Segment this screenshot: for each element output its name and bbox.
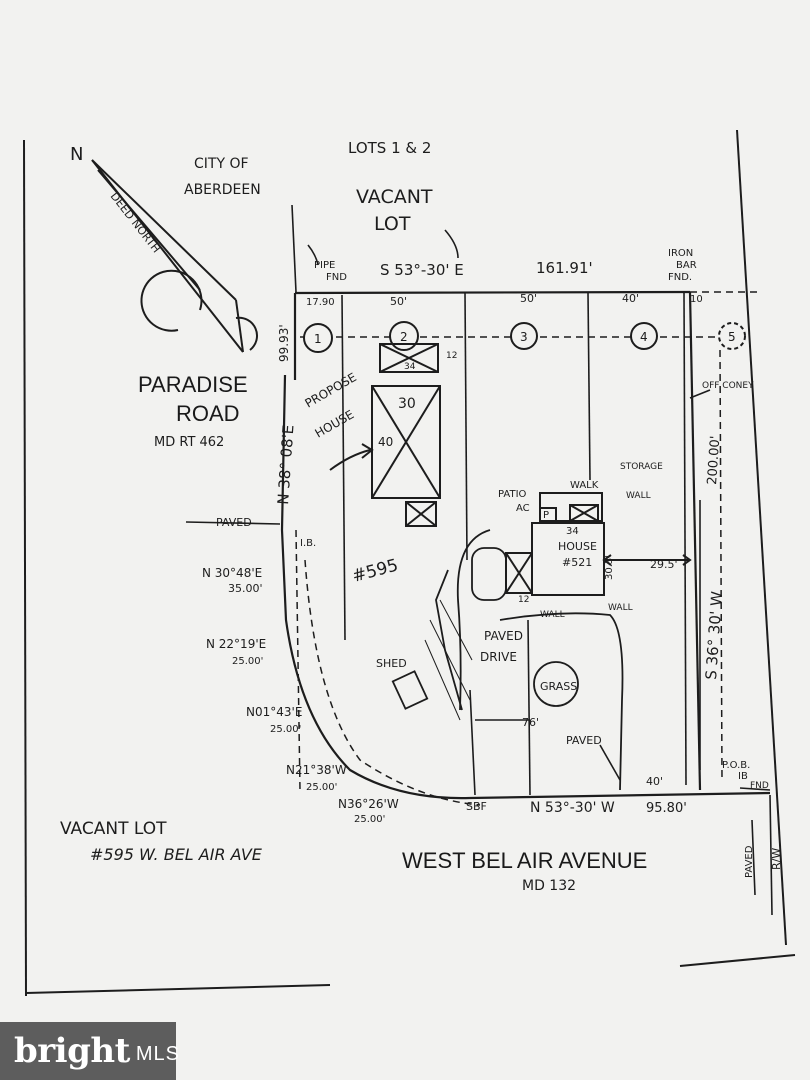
pob-label-2: IB: [738, 771, 748, 782]
wall-label-3: WALL: [608, 603, 633, 613]
bright-mls-watermark: bright MLS: [0, 1022, 179, 1080]
south-bearing: N 53°-30' W: [530, 800, 615, 816]
lots-label: LOTS 1 & 2: [348, 139, 431, 157]
dim-12-b: 12: [518, 595, 529, 605]
lot-number-3: 3: [520, 330, 528, 344]
grass-label: GRASS: [540, 680, 577, 693]
west-bearing: N 38° 08'E: [274, 424, 298, 505]
paved-drive-label-2: DRIVE: [480, 650, 517, 664]
frame-lines: [23, 129, 796, 997]
ac-label: AC: [516, 503, 530, 514]
watermark-suffix: MLS: [135, 1042, 180, 1065]
paradise-road-label-2: ROAD: [176, 401, 240, 426]
curve-length-5: 25.00': [354, 814, 385, 825]
north-letter: N: [70, 144, 83, 165]
md-rt-label: MD RT 462: [154, 435, 224, 450]
dim-76: 76': [522, 716, 539, 729]
pipe-fnd-label-2: FND: [326, 272, 347, 283]
curve-bearing-1: N 30°48'E: [202, 566, 262, 580]
md-132-label: MD 132: [522, 878, 576, 894]
lot-number-5: 5: [728, 330, 736, 344]
pob-label-3: FND: [750, 781, 769, 791]
dim-40-b: 40': [646, 775, 663, 788]
vacant-lot-top-2: LOT: [374, 213, 411, 235]
curve-bearing-2: N 22°19'E: [206, 637, 266, 651]
pipe-fnd-label: PIPE: [314, 260, 335, 271]
wall-label-2: WALL: [540, 610, 565, 620]
paved-bottom-label: PAVED: [566, 734, 602, 747]
east-distance: 200.00': [705, 435, 723, 485]
wall-label-1: WALL: [626, 491, 651, 501]
lot-number-1: 1: [314, 332, 322, 346]
paradise-road-label: PARADISE: [138, 372, 248, 397]
curve-length-1: 35.00': [228, 582, 263, 595]
curve-bearing-5: N36°26'W: [338, 797, 399, 811]
sbf-label: SBF: [466, 800, 487, 813]
storage-label: STORAGE: [620, 462, 663, 472]
iron-bar-label: IRON: [668, 248, 693, 259]
dim-50-a: 50': [390, 295, 407, 308]
dim-50-b: 50': [520, 292, 537, 305]
dim-17-90: 17.90: [306, 297, 335, 308]
house-521-label: HOUSE: [558, 540, 597, 553]
off-coney-label: OFF CONEY: [702, 381, 754, 391]
iron-bar-label-2: BAR: [676, 260, 697, 271]
west-distance: 99.93': [277, 324, 291, 362]
rw-label: R/W: [770, 848, 783, 870]
proposed-dim-30: 30: [398, 396, 416, 412]
curve-bearing-4: N21°38'W: [286, 763, 347, 777]
address-label: #595 W. BEL AIR AVE: [90, 845, 263, 864]
south-distance: 95.80': [646, 801, 687, 816]
pob-label: P.O.B.: [722, 760, 750, 771]
north-bearing: S 53°-30' E: [380, 261, 464, 279]
city-label: CITY OF: [194, 156, 249, 172]
proposed-dim-40: 40: [378, 435, 393, 449]
vacant-lot-top: VACANT: [356, 186, 433, 208]
property-boundary: [280, 204, 771, 800]
paved-left-label: PAVED: [216, 516, 252, 529]
existing-house: [505, 492, 692, 596]
dim-12-a: 12: [446, 351, 457, 361]
house-521-number: #521: [562, 556, 592, 569]
north-arrow-icon: [91, 159, 258, 353]
watermark-brand: bright: [14, 1031, 130, 1071]
dim-40: 40': [622, 292, 639, 305]
dimension-arrows: [185, 229, 773, 916]
curve-length-4: 25.00': [306, 782, 337, 793]
dim-34-b: 34: [566, 526, 579, 537]
curve-length-3: 25.00': [270, 724, 301, 735]
curve-bearing-3: N01°43'E: [246, 705, 302, 719]
dim-29-5: 29.5': [650, 558, 678, 571]
shed-label: SHED: [376, 657, 407, 670]
north-distance: 161.91': [536, 259, 593, 277]
patio-label: PATIO: [498, 489, 527, 500]
city-name-label: ABERDEEN: [184, 182, 261, 198]
p-box-label: P: [543, 510, 549, 521]
street-label: WEST BEL AIR AVENUE: [402, 848, 647, 873]
dim-30-3: 30.3': [604, 555, 615, 580]
iron-bar-label-3: FND.: [668, 272, 692, 283]
ib-label: I.B.: [300, 538, 316, 549]
paved-right-label: PAVED: [744, 845, 755, 878]
proposed-house: [329, 343, 441, 527]
curve-length-2: 25.00': [232, 656, 263, 667]
dim-34-a: 34: [404, 362, 416, 372]
vacant-lot-left: VACANT LOT: [60, 819, 167, 839]
paved-drive: [391, 529, 624, 791]
paved-drive-label: PAVED: [484, 629, 523, 643]
lot-number-2: 2: [400, 330, 408, 344]
walk-label-top: WALK: [570, 480, 599, 491]
dim-10: 10: [690, 294, 703, 305]
lot-lines: [341, 292, 701, 796]
lot-number-4: 4: [640, 330, 648, 344]
